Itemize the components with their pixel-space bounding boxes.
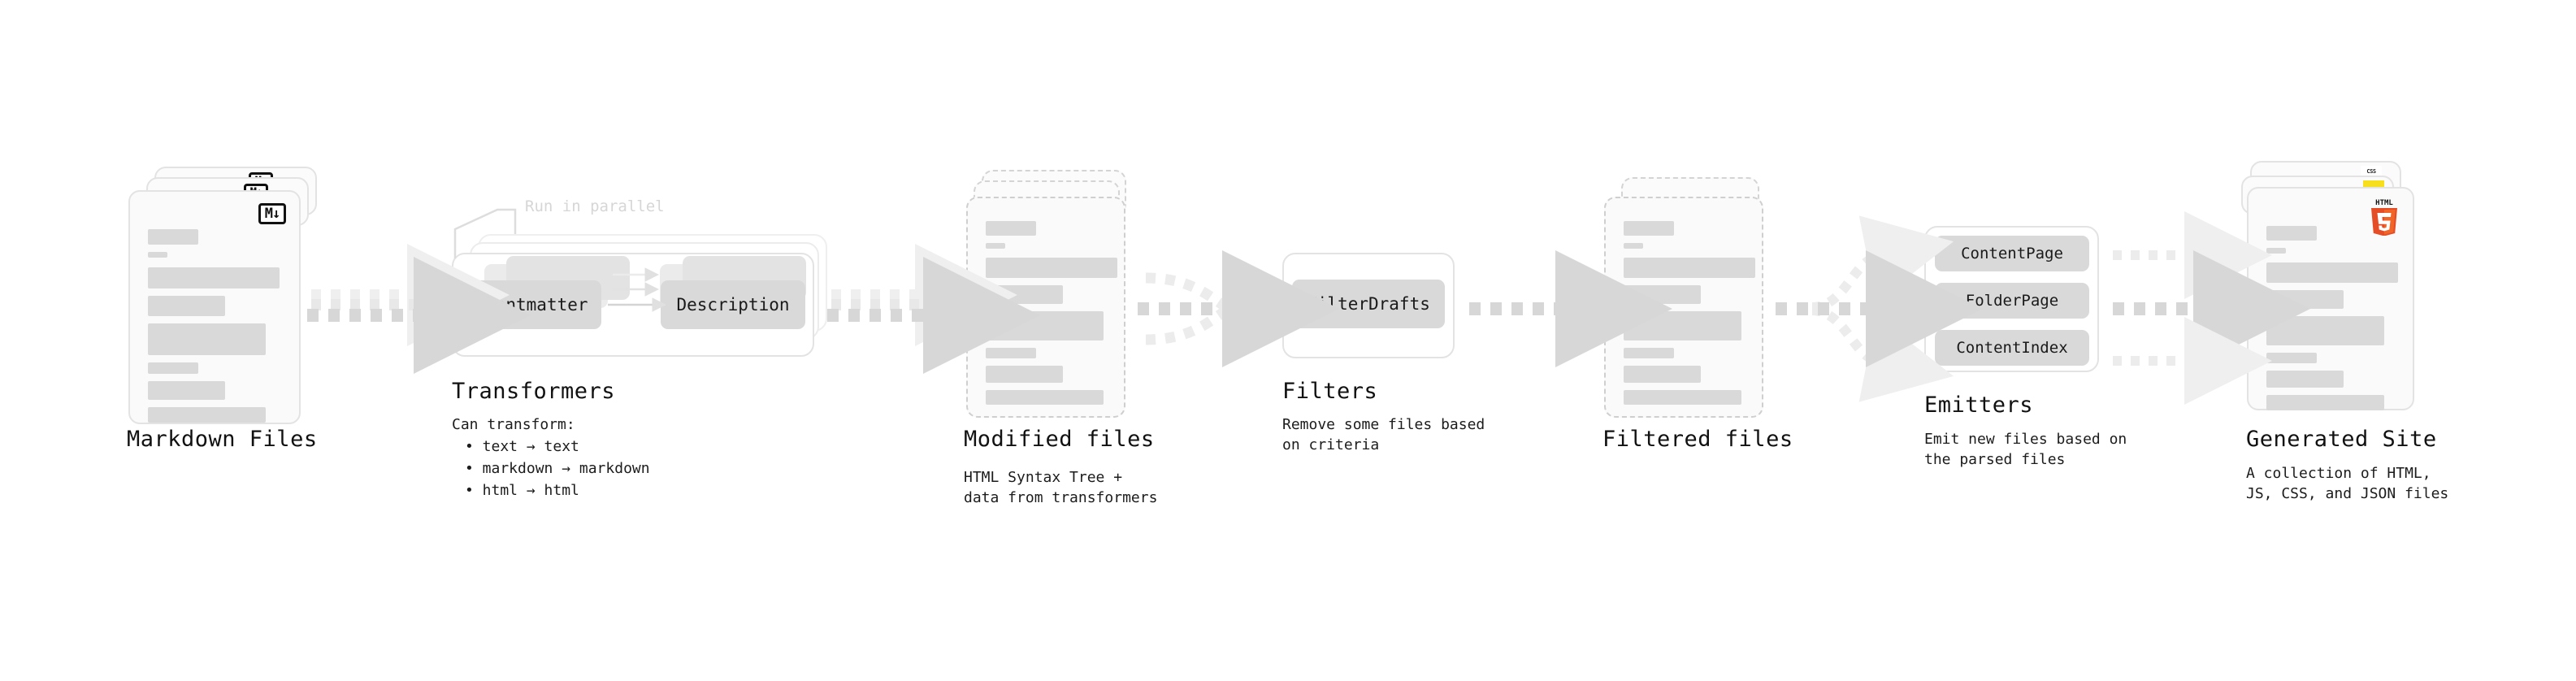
content-bar (148, 296, 225, 316)
generated-site-card-rows (2266, 226, 2398, 418)
content-bar (2266, 226, 2317, 241)
markdown-file-card: M↓ (128, 190, 301, 424)
content-bar (986, 311, 1104, 340)
connector-filtered-to-emitters (1776, 215, 1983, 402)
chip-contentindex[interactable]: ContentIndex (1935, 330, 2089, 366)
content-bar (986, 285, 1063, 304)
content-bar (986, 258, 1117, 278)
connector-modified-to-filters (1138, 250, 1339, 367)
stage-title-modified-files: Modified files (964, 427, 1155, 452)
stage-desc-modified-files: HTML Syntax Tree + data from transformer… (964, 469, 1158, 506)
content-bar (148, 252, 167, 258)
content-bar (2266, 316, 2384, 345)
content-bar (1624, 285, 1701, 304)
transformers-bullet-0: • text → text (465, 438, 579, 455)
stage-title-emitters: Emitters (1924, 393, 2034, 418)
stage-title-generated-site: Generated Site (2246, 427, 2437, 452)
content-bar (986, 221, 1036, 236)
content-bar (1624, 390, 1741, 405)
content-bar (148, 407, 266, 423)
run-in-parallel-label: Run in parallel (525, 197, 665, 215)
content-bar (2266, 353, 2317, 363)
chip-frontmatter[interactable]: Frontmatter (462, 280, 601, 329)
markdown-card-rows (148, 229, 284, 430)
chip-contentindex-label: ContentIndex (1956, 339, 2068, 357)
filtered-file-card (1604, 197, 1763, 418)
content-bar (986, 243, 1005, 249)
content-bar (1624, 348, 1674, 358)
content-bar (148, 323, 266, 355)
chip-description-label: Description (676, 295, 790, 314)
connector-markdown-to-transformers (307, 244, 531, 374)
content-bar (986, 390, 1104, 405)
chip-contentpage[interactable]: ContentPage (1935, 236, 2089, 271)
content-bar (148, 267, 280, 288)
stage-title-markdown-files: Markdown Files (127, 427, 318, 452)
transformers-bullet-1: • markdown → markdown (465, 460, 650, 477)
transformers-bullet-2: • html → html (465, 482, 579, 499)
svg-text:HTML: HTML (2375, 199, 2393, 207)
content-bar (2266, 395, 2384, 410)
generated-site-card: HTML (2247, 187, 2414, 410)
content-bar (1624, 243, 1643, 249)
stage-desc-filters: Remove some files based on criteria (1282, 416, 1485, 453)
stage-title-transformers: Transformers (452, 379, 616, 404)
stage-desc-emitters: Emit new files based on the parsed files (1924, 431, 2127, 468)
content-bar (1624, 366, 1701, 383)
chip-contentpage-label: ContentPage (1961, 245, 2063, 262)
content-bar (986, 348, 1036, 358)
chip-frontmatter-label: Frontmatter (475, 295, 588, 314)
content-bar (148, 229, 198, 245)
chip-folderpage[interactable]: FolderPage (1935, 283, 2089, 319)
content-bar (1624, 221, 1674, 236)
content-bar (2266, 248, 2286, 254)
chip-description[interactable]: Description (661, 280, 805, 329)
connector-transformers-to-modified (827, 244, 1040, 374)
content-bar (2266, 290, 2344, 309)
content-bar (1624, 258, 1755, 278)
connector-emitters-to-site (2113, 211, 2310, 405)
stage-desc-generated-site: A collection of HTML, JS, CSS, and JSON … (2246, 465, 2449, 502)
content-bar (2266, 262, 2398, 283)
chip-folderpage-label: FolderPage (1965, 292, 2059, 310)
content-bar (148, 381, 225, 400)
chip-filterdrafts[interactable]: FilterDrafts (1292, 280, 1445, 328)
content-bar (148, 362, 198, 374)
css3-badge-text: CSS (2366, 168, 2376, 175)
markdown-badge-text: M↓ (264, 205, 281, 222)
content-bar (2266, 371, 2344, 388)
filtered-card-rows (1624, 221, 1755, 412)
modified-file-card (966, 197, 1125, 418)
stage-desc-transformers: Can transform: (452, 416, 575, 433)
content-bar (1624, 311, 1741, 340)
content-bar (986, 366, 1063, 383)
chip-filterdrafts-label: FilterDrafts (1307, 294, 1430, 314)
markdown-badge: M↓ (258, 203, 286, 224)
stage-title-filters: Filters (1282, 379, 1378, 404)
modified-card-rows (986, 221, 1117, 412)
html5-badge: HTML (2371, 199, 2397, 236)
stage-title-filtered-files: Filtered files (1602, 427, 1793, 452)
